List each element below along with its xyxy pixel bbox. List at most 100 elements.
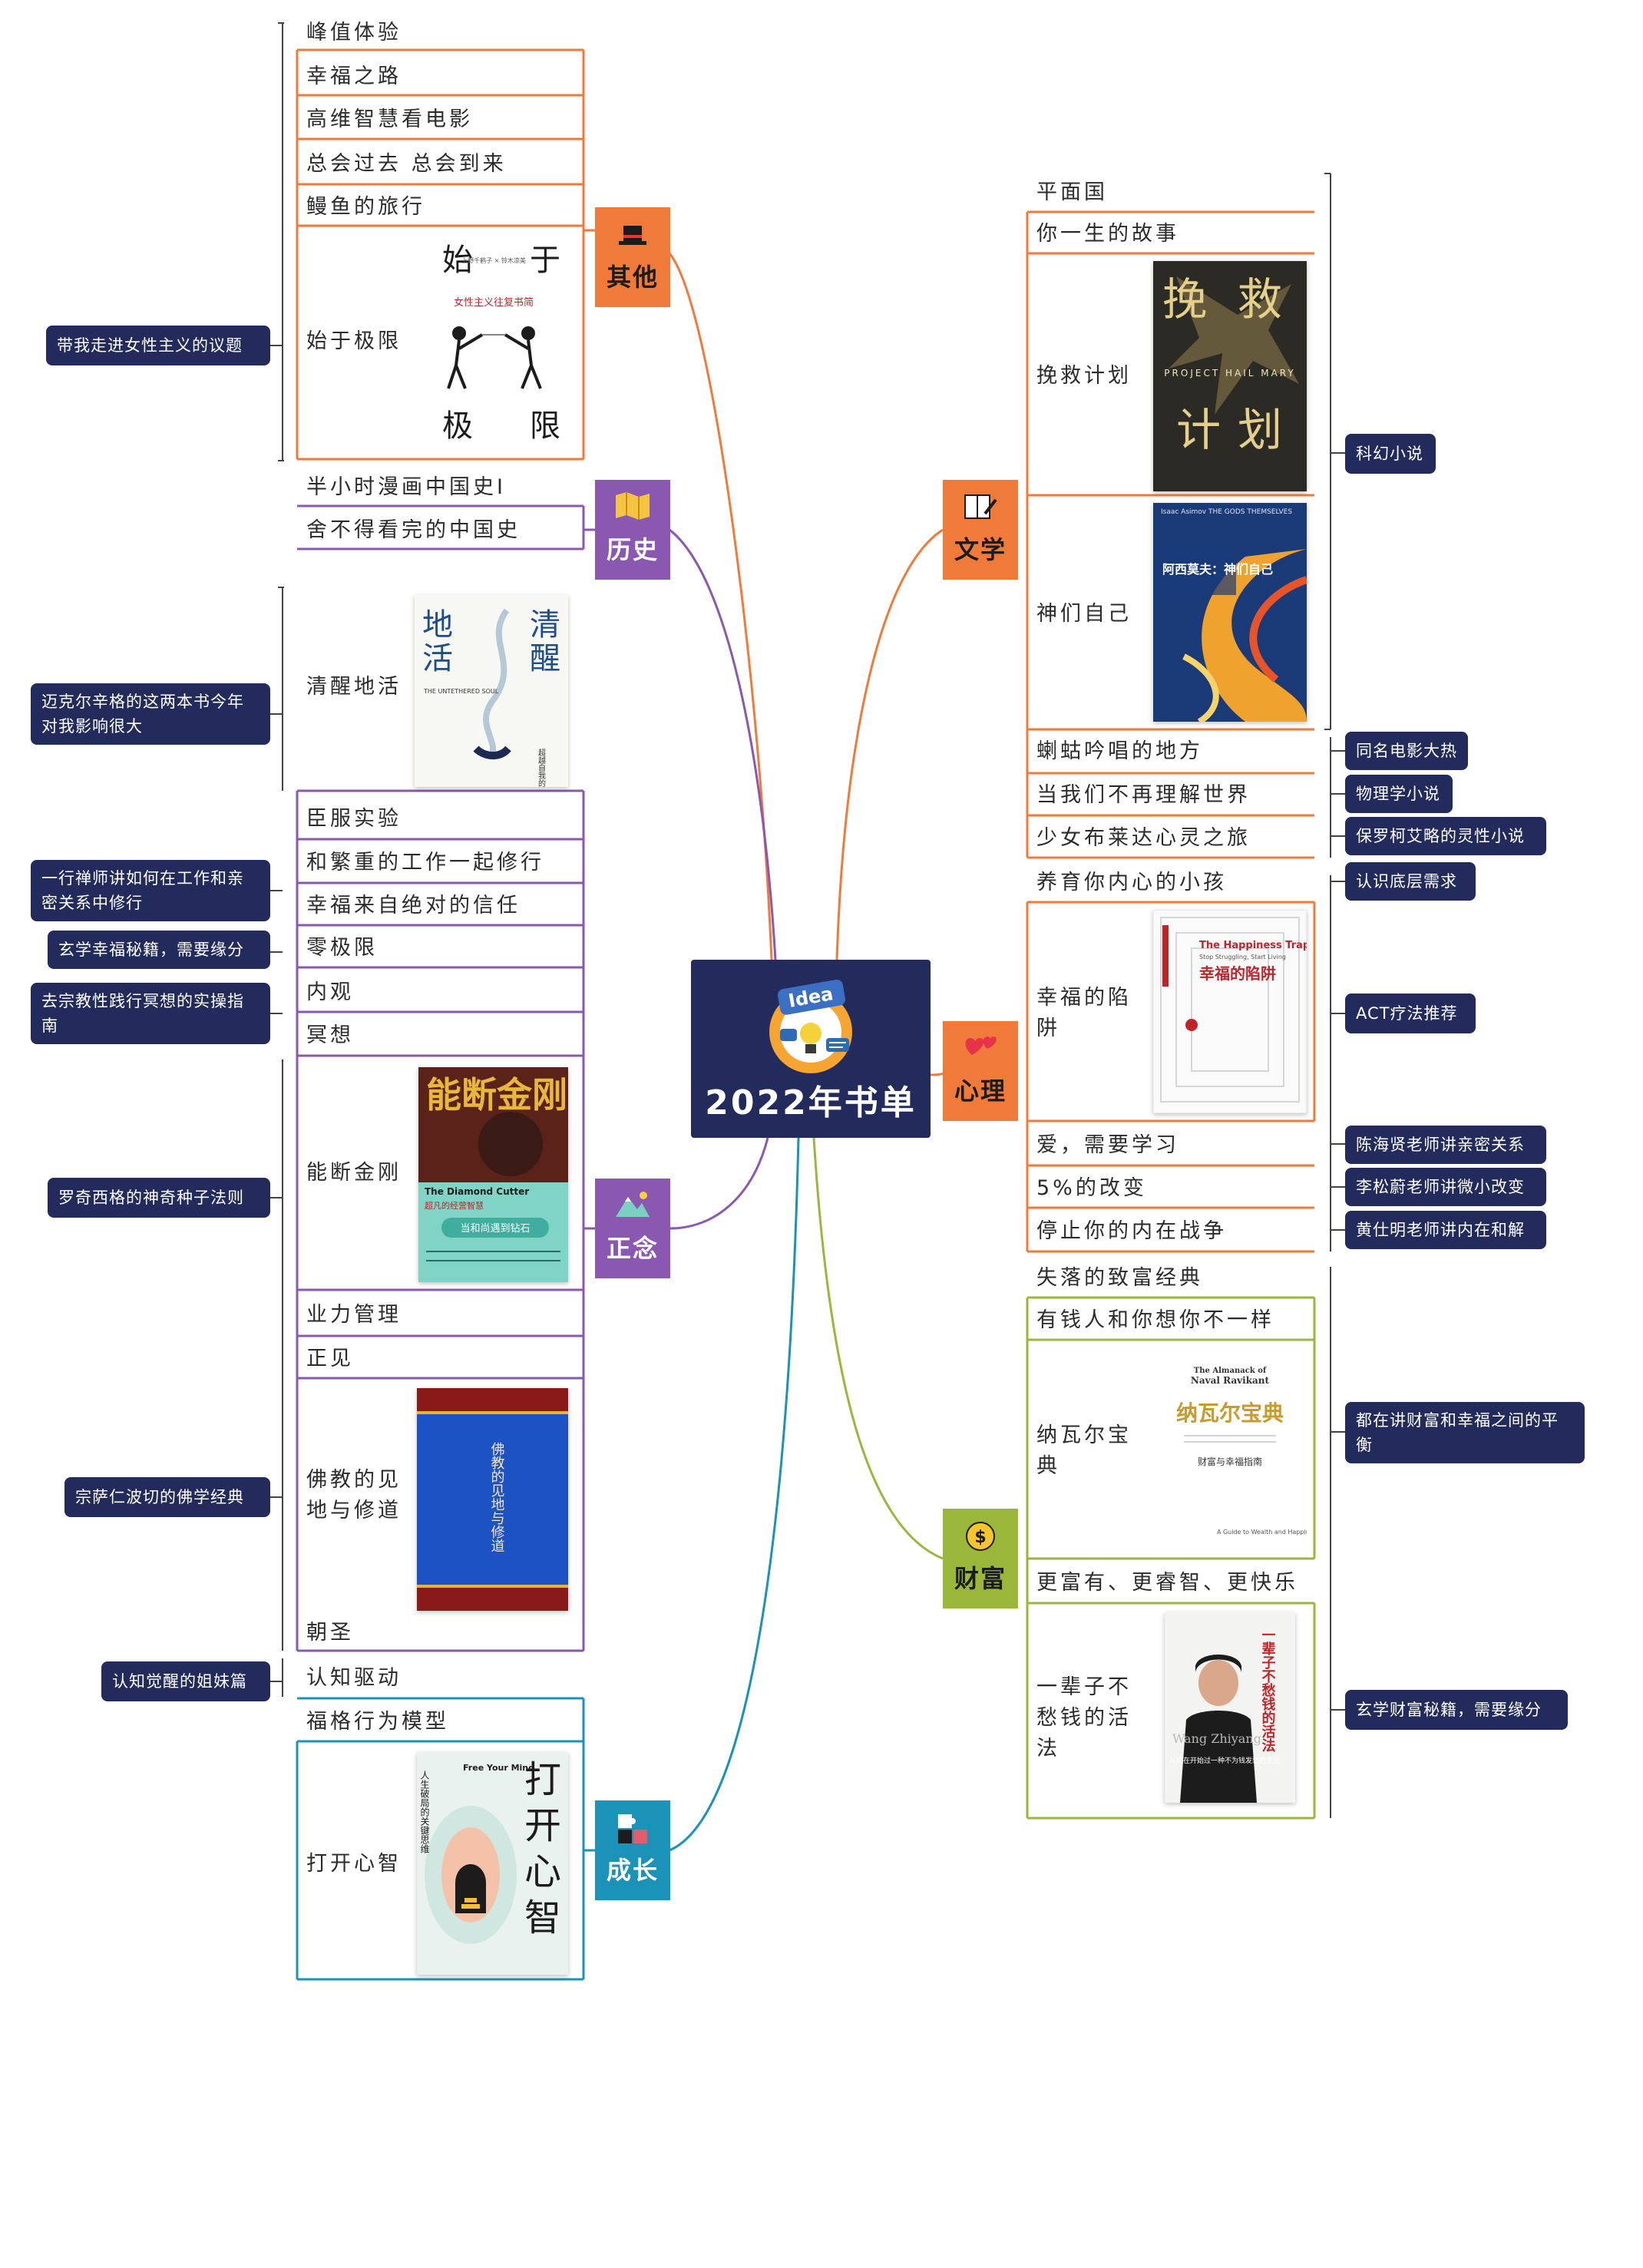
book-item[interactable]: 爱，需要学习: [1036, 1132, 1179, 1157]
central-topic[interactable]: Idea 2022年书单: [691, 960, 931, 1138]
book-cover-fojiao-jiandi: 佛教的见地与修道: [417, 1388, 568, 1611]
svg-text:智: 智: [524, 1896, 561, 1939]
book-item[interactable]: 一辈子不愁钱的活法: [1036, 1675, 1132, 1761]
book-cover-naval-almanack: The Almanack of Naval Ravikant 纳瓦尔宝典 财富与…: [1153, 1350, 1307, 1553]
book-item[interactable]: 当我们不再理解世界: [1036, 783, 1251, 807]
svg-text:挽: 挽: [1162, 273, 1207, 326]
book-item[interactable]: 蝲蛄吟唱的地方: [1036, 739, 1203, 763]
note: 带我走进女性主义的议题: [46, 326, 270, 365]
svg-text:能断金刚: 能断金刚: [426, 1074, 567, 1116]
note: 去宗教性践行冥想的实操指南: [31, 983, 270, 1044]
category-label: 成长: [606, 1856, 659, 1885]
svg-text:活: 活: [422, 641, 453, 676]
svg-text:纳瓦尔宝典: 纳瓦尔宝典: [1176, 1400, 1284, 1426]
svg-text:始: 始: [442, 243, 473, 278]
svg-text:地: 地: [422, 607, 453, 643]
svg-text:醒: 醒: [530, 641, 560, 676]
book-item[interactable]: 峰值体验: [306, 20, 402, 45]
category-other[interactable]: 其他: [595, 207, 670, 307]
book-item[interactable]: 零极限: [306, 936, 378, 960]
book-item[interactable]: 有钱人和你想你不一样: [1036, 1308, 1274, 1332]
svg-text:A Guide to Wealth and Happines: A Guide to Wealth and Happiness: [1217, 1529, 1307, 1536]
book-item[interactable]: 臣服实验: [306, 806, 402, 831]
category-wealth[interactable]: $ 财富: [943, 1509, 1018, 1608]
book-item[interactable]: 业力管理: [306, 1302, 402, 1327]
book-item[interactable]: 幸福之路: [306, 64, 402, 88]
svg-text:限: 限: [530, 408, 560, 444]
book-item[interactable]: 神们自己: [1036, 602, 1132, 626]
book-item[interactable]: 幸福来自绝对的信任: [306, 894, 521, 917]
svg-text:$: $: [974, 1528, 986, 1547]
book-item[interactable]: 内观: [306, 980, 354, 1004]
note: 李松蔚老师讲微小改变: [1345, 1168, 1546, 1206]
svg-text:Isaac Asimov THE GODS THEMSELV: Isaac Asimov THE GODS THEMSELVES: [1161, 508, 1292, 516]
book-item[interactable]: 停止你的内在战争: [1036, 1219, 1227, 1243]
category-history[interactable]: 历史: [595, 480, 670, 580]
book-item[interactable]: 鳗鱼的旅行: [306, 194, 425, 219]
book-item[interactable]: 总会过去 总会到来: [306, 152, 507, 176]
book-item[interactable]: 5%的改变: [1036, 1175, 1147, 1200]
note: 陈海贤老师讲亲密关系: [1345, 1126, 1546, 1164]
book-item[interactable]: 和繁重的工作一起修行: [306, 851, 544, 874]
book-item[interactable]: 幸福的陷阱: [1036, 986, 1132, 1040]
category-psychology[interactable]: 心理: [943, 1021, 1018, 1121]
book-cover-happiness-trap: The Happiness Trap Stop Struggling, Star…: [1153, 910, 1307, 1113]
map-icon: [616, 492, 650, 520]
note: 物理学小说: [1345, 775, 1453, 813]
book-item[interactable]: 冥想: [306, 1023, 354, 1047]
book-cover-shiyu-jixian: 始 于 上野千鹤子 × 铃木凉美 女性主义往复书简 极 限: [421, 235, 567, 453]
note: 认知觉醒的姐妹篇: [101, 1661, 270, 1701]
book-item[interactable]: 少女布莱达心灵之旅: [1036, 825, 1251, 850]
book-icon: [964, 494, 997, 519]
svg-text:The Happiness Trap: The Happiness Trap: [1199, 940, 1307, 951]
svg-text:救: 救: [1238, 273, 1282, 326]
note: 同名电影大热: [1345, 732, 1468, 770]
svg-text:The Almanack of: The Almanack of: [1194, 1367, 1267, 1375]
svg-text:当和尚遇到钻石: 当和尚遇到钻石: [460, 1223, 530, 1235]
svg-text:女性主义往复书简: 女性主义往复书简: [454, 296, 534, 309]
book-item[interactable]: 朝圣: [306, 1620, 354, 1645]
book-item[interactable]: 正见: [306, 1347, 354, 1370]
book-item[interactable]: 清醒地活: [306, 675, 402, 699]
category-label: 文学: [954, 535, 1007, 564]
book-item[interactable]: 养育你内心的小孩: [1036, 871, 1227, 894]
note: 都在讲财富和幸福之间的平衡: [1345, 1402, 1585, 1463]
book-item[interactable]: 舍不得看完的中国史: [306, 517, 521, 542]
category-mindfulness[interactable]: 正念: [595, 1179, 670, 1278]
svg-text:清: 清: [530, 607, 560, 643]
svg-text:THE UNTETHERED SOUL: THE UNTETHERED SOUL: [423, 688, 499, 695]
book-item[interactable]: 福格行为模型: [306, 1710, 449, 1734]
book-item[interactable]: 纳瓦尔宝典: [1036, 1423, 1132, 1478]
mindmap-title: 2022年书单: [705, 1083, 917, 1122]
book-item[interactable]: 平面国: [1036, 180, 1108, 204]
svg-text:超凡的经营智慧: 超凡的经营智慧: [425, 1200, 484, 1211]
book-item[interactable]: 始于极限: [306, 329, 402, 353]
book-item[interactable]: 佛教的见地与修道: [306, 1467, 402, 1522]
category-label: 财富: [954, 1564, 1007, 1593]
note: 保罗柯艾略的灵性小说: [1345, 817, 1546, 855]
book-item[interactable]: 高维智慧看电影: [306, 107, 473, 131]
category-literature[interactable]: 文学: [943, 480, 1018, 580]
book-item[interactable]: 挽救计划: [1036, 364, 1132, 388]
svg-text:从现在开始过一种不为钱发愁的生活: 从现在开始过一种不为钱发愁的生活: [1169, 1756, 1280, 1765]
category-growth[interactable]: 成长: [595, 1800, 670, 1900]
book-item[interactable]: 更富有、更睿智、更快乐: [1036, 1570, 1298, 1595]
svg-text:Free Your Mind: Free Your Mind: [463, 1763, 534, 1773]
book-item[interactable]: 能断金刚: [306, 1160, 402, 1185]
book-item[interactable]: 你一生的故事: [1036, 222, 1179, 246]
svg-text:计: 计: [1176, 404, 1221, 456]
category-label: 历史: [606, 535, 659, 564]
note: 罗奇西格的神奇种子法则: [48, 1178, 270, 1218]
book-item[interactable]: 半小时漫画中国史Ⅰ: [306, 474, 506, 499]
category-label: 正念: [606, 1234, 659, 1263]
book-item[interactable]: 失落的致富经典: [1036, 1266, 1203, 1290]
book-item[interactable]: 认知驱动: [306, 1666, 402, 1690]
note: 一行禅师讲如何在工作和亲密关系中修行: [31, 860, 270, 921]
svg-text:Naval Ravikant: Naval Ravikant: [1191, 1375, 1270, 1386]
note: 宗萨仁波切的佛学经典: [64, 1477, 270, 1517]
hearts-icon: [965, 1036, 997, 1055]
book-item[interactable]: 打开心智: [306, 1851, 402, 1876]
svg-text:极: 极: [442, 408, 473, 444]
category-label: 心理: [954, 1076, 1007, 1106]
